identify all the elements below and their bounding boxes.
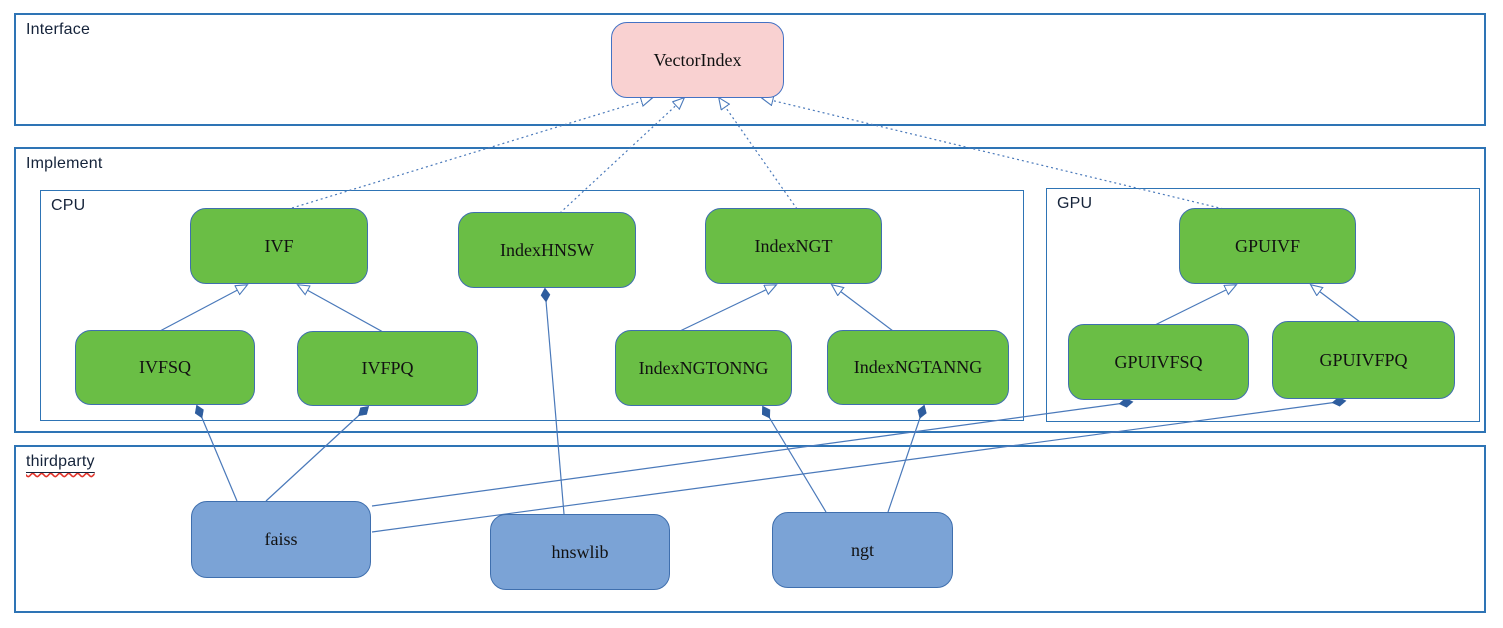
node-gpuivfsq: GPUIVFSQ	[1068, 324, 1249, 400]
node-indexngtanng: IndexNGTANNG	[827, 330, 1009, 405]
node-ivfsq: IVFSQ	[75, 330, 255, 405]
section-thirdparty-label: thirdparty	[26, 453, 95, 470]
node-vectorindex: VectorIndex	[611, 22, 784, 98]
node-gpuivf: GPUIVF	[1179, 208, 1356, 284]
section-interface-label: Interface	[26, 21, 91, 38]
section-cpu-label: CPU	[51, 197, 86, 214]
node-ngt: ngt	[772, 512, 953, 588]
node-hnswlib: hnswlib	[490, 514, 670, 590]
node-ivf: IVF	[190, 208, 368, 284]
node-indexngtonng: IndexNGTONNG	[615, 330, 792, 406]
section-gpu-label: GPU	[1057, 195, 1093, 212]
node-indexngt: IndexNGT	[705, 208, 882, 284]
section-implement-label: Implement	[26, 155, 103, 172]
node-gpuivfpq: GPUIVFPQ	[1272, 321, 1455, 399]
node-ivfpq: IVFPQ	[297, 331, 478, 406]
node-faiss: faiss	[191, 501, 371, 578]
node-indexhnsw: IndexHNSW	[458, 212, 636, 288]
